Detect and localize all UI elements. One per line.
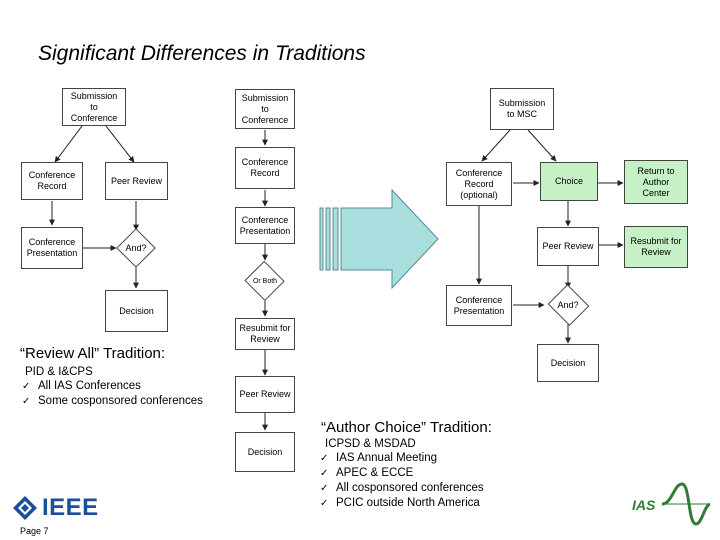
author-choice-list: ICPSD & MSDAD ✓IAS Annual Meeting ✓APEC … [320,437,484,511]
flow1-and-label: And? [125,243,147,253]
review-all-list: PID & I&CPS ✓All IAS Conferences ✓Some c… [22,365,203,409]
flow3-peer-review-box: Peer Review [537,227,599,266]
flow3-presentation-box: Conference Presentation [446,285,512,326]
flow1-decision-box: Decision [105,290,168,332]
flow2-decision-box: Decision [235,432,295,472]
flow3-decision-box: Decision [537,344,599,382]
review-all-title: “Review All” Tradition: [20,345,166,362]
check-icon: ✓ [22,381,31,392]
flow2-submission-box: Submission to Conference [235,89,295,129]
ias-logo: IAS [632,482,712,533]
review-all-subtitle: PID & I&CPS [25,366,93,378]
flow1-presentation-box: Conference Presentation [21,227,83,269]
flow2-peer-review-box: Peer Review [235,376,295,413]
svg-text:IAS: IAS [632,497,656,513]
flow3-and-diamond: And? [546,284,590,326]
ieee-diamond-icon [13,496,37,520]
page-title: Significant Differences in Traditions [38,42,366,65]
flow1-peer-review-box: Peer Review [105,162,168,200]
flow3-return-box: Return to Author Center [624,160,688,204]
list-item: ✓All IAS Conferences [22,380,141,392]
flow3-submission-box: Submission to MSC [490,88,554,130]
check-icon: ✓ [320,498,329,509]
ias-sine-icon: IAS [632,482,711,526]
flow2-or-label: Or Both [252,277,278,285]
transition-arrow [319,188,439,290]
flow1-and-diamond: And? [116,228,156,268]
list-item: ✓Some cosponsored conferences [22,395,203,407]
list-item: ✓All cosponsored conferences [320,482,484,494]
flow3-record-box: Conference Record (optional) [446,162,512,206]
flow2-resubmit-box: Resubmit for Review [235,318,295,350]
ieee-logo: IEEE [12,494,99,522]
page-number: Page 7 [20,526,49,536]
flow3-choice-box: Choice [540,162,598,201]
author-choice-title: “Author Choice” Tradition: [321,419,492,436]
check-icon: ✓ [22,396,31,407]
flow3-and-label: And? [557,300,579,310]
check-icon: ✓ [320,483,329,494]
flow2-or-diamond: Or Both [244,260,286,302]
list-item: ✓PCIC outside North America [320,497,480,509]
flow3-resubmit-box: Resubmit for Review [624,226,688,268]
flow1-submission-box: Submission to Conference [62,88,126,126]
list-item: ✓APEC & ECCE [320,467,414,479]
flow2-presentation-box: Conference Presentation [235,207,295,244]
check-icon: ✓ [320,453,329,464]
check-icon: ✓ [320,468,329,479]
flow2-record-box: Conference Record [235,147,295,189]
list-item: ✓IAS Annual Meeting [320,452,438,464]
ieee-wordmark: IEEE [42,494,99,521]
author-choice-subtitle: ICPSD & MSDAD [325,438,416,450]
flow1-record-box: Conference Record [21,162,83,200]
